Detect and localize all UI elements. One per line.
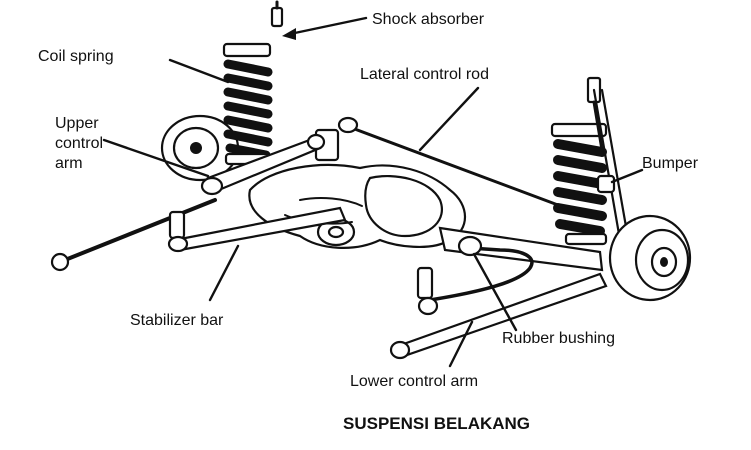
labels: Shock absorber Coil spring Lateral contr… [38,11,699,433]
left-lower-arm [50,198,347,272]
label-upper-control-arm-line2: control [55,135,103,152]
right-shock-absorber [586,76,630,242]
label-upper-control-arm-line3: arm [55,155,83,172]
label-lateral-control-rod: Lateral control rod [360,66,489,83]
leader-lines [102,16,644,368]
label-shock-absorber: Shock absorber [372,11,485,28]
axle-tube [438,226,604,272]
suspension-drawing [50,0,692,360]
left-brake-drum [160,114,240,182]
left-coil-spring [222,42,273,166]
upper-control-arm [200,133,326,196]
label-rubber-bushing: Rubber bushing [502,330,615,347]
left-shock-absorber [270,0,284,28]
right-lower-arm [389,272,608,360]
rubber-bushing [457,235,483,257]
right-coil-spring [550,122,608,246]
label-coil-spring: Coil spring [38,48,114,65]
bumper-block [596,174,616,194]
label-bumper: Bumper [642,155,699,172]
label-stabilizer-bar: Stabilizer bar [130,312,224,329]
label-lower-control-arm: Lower control arm [350,373,478,390]
label-upper-control-arm-line1: Upper [55,115,99,132]
diagram-caption: SUSPENSI BELAKANG [343,414,530,433]
right-brake-drum [608,214,692,302]
right-stabilizer-bar [416,246,534,316]
differential-housing [248,163,466,249]
